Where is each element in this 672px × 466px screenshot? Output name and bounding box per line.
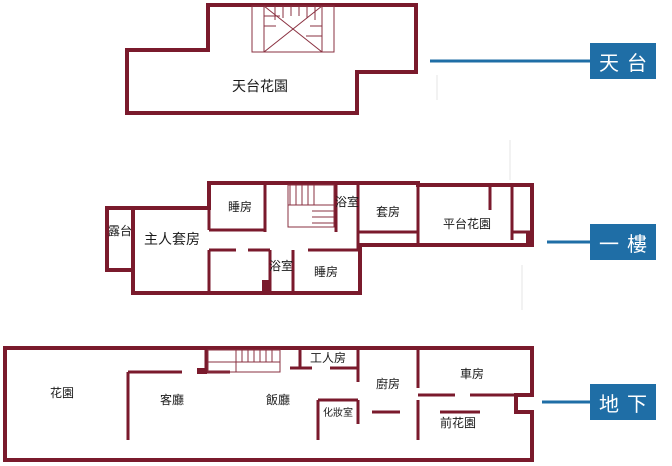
first-floor-walls: [207, 185, 532, 293]
first-floor-column-2: [526, 232, 534, 245]
room-kitchen: 廚房: [376, 376, 400, 391]
room-bath-1: 浴室: [335, 194, 359, 209]
room-servant: 工人房: [310, 350, 346, 365]
floor-tag-roof: 天台: [590, 43, 656, 79]
room-living: 客廳: [160, 392, 184, 407]
first-floor-plan: 露台 主人套房 睡房 浴室 套房 平台花園 浴室 睡房: [105, 181, 534, 295]
room-dining: 飯廳: [266, 392, 290, 407]
room-terrace-garden: 平台花園: [443, 216, 491, 231]
first-floor-outline: [131, 181, 534, 295]
room-terrace-lu: 露台: [108, 223, 132, 238]
room-front-garden: 前花園: [440, 415, 476, 430]
ground-floor-walls: [126, 348, 516, 440]
terrace-outline: [105, 206, 135, 272]
faint-guides: [436, 75, 523, 310]
first-floor-column: [262, 280, 271, 293]
room-suite: 套房: [376, 204, 400, 219]
room-garden: 花園: [50, 385, 74, 400]
roof-outline: [125, 3, 418, 115]
room-bath-2: 浴室: [269, 258, 293, 273]
room-master-suite: 主人套房: [144, 232, 200, 248]
floor-tag-ground: 地下: [590, 384, 656, 420]
ground-column: [197, 368, 207, 374]
room-powder: 化妝室: [323, 406, 353, 419]
ground-stairs: [207, 349, 281, 373]
floor-connectors: [430, 59, 590, 404]
room-roof-garden: 天台花園: [232, 79, 288, 95]
ground-outline: [3, 346, 534, 462]
room-bedroom-1: 睡房: [228, 199, 252, 214]
floor-tag-first: 一樓: [590, 224, 656, 260]
room-garage: 車房: [460, 366, 484, 381]
room-bedroom-2: 睡房: [314, 264, 338, 279]
ground-floor-plan: 花園 客廳 飯廳 工人房 廚房 車房 化妝室 前花園: [3, 346, 534, 462]
first-floor-stairs: [287, 184, 335, 228]
roof-floor-plan: 天台花園: [125, 3, 418, 115]
roof-stairs: [251, 5, 335, 53]
